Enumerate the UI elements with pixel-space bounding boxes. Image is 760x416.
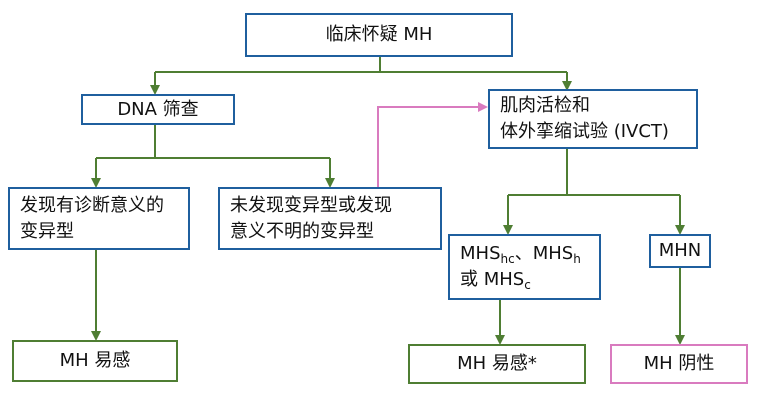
- node-diagnostic-variant: 发现有诊断意义的 变异型: [8, 187, 190, 250]
- split-dna: [91, 125, 335, 188]
- node-mh-negative: MH 阴性: [610, 344, 748, 384]
- link-no-variant-to-biopsy: [377, 102, 488, 187]
- node-clinical-suspicion: 临床怀疑 MH: [245, 13, 513, 57]
- split-top: [150, 57, 572, 95]
- node-mhs: MHShc、MHSh 或 MHSc: [448, 234, 601, 300]
- node-mh-susceptible-right: MH 易感*: [408, 344, 586, 384]
- node-no-variant: 未发现变异型或发现 意义不明的变异型: [218, 187, 442, 250]
- node-mhn: MHN: [649, 234, 711, 268]
- split-biopsy: [503, 149, 685, 235]
- node-dna-screening: DNA 筛查: [81, 94, 235, 125]
- node-biopsy-ivct: 肌肉活检和 体外挛缩试验 (IVCT): [488, 89, 698, 149]
- node-mh-susceptible-left: MH 易感: [12, 340, 178, 382]
